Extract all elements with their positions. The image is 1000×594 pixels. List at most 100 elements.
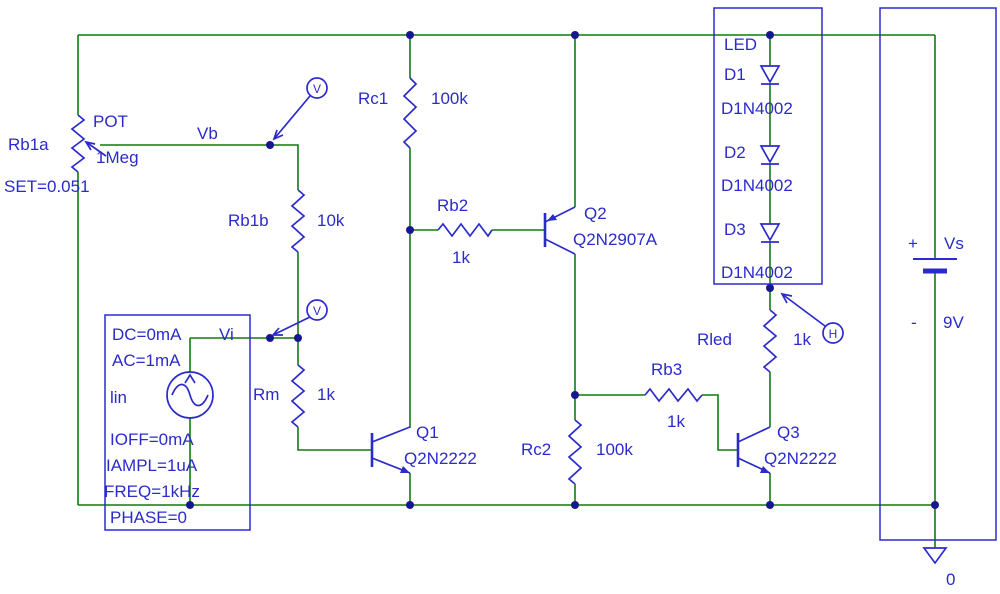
led-group-box[interactable]	[713, 7, 823, 285]
wires	[77, 34, 936, 548]
rc2-ref-label[interactable]: Rc2	[521, 440, 551, 459]
probe-arrowhead	[780, 292, 793, 304]
transistor-q2-symbol[interactable]	[543, 206, 576, 255]
junction-dot	[571, 31, 579, 39]
d3-ref-label[interactable]: D3	[724, 220, 746, 239]
source-dc-label[interactable]: DC=0mA	[112, 325, 182, 344]
rb1b-ref-label[interactable]: Rb1b	[228, 211, 269, 230]
junction-dot	[406, 501, 414, 509]
rb1a-ref-label[interactable]: Rb1a	[8, 135, 49, 154]
transistor-q3-symbol[interactable]	[736, 426, 771, 474]
rled-ref-label[interactable]: Rled	[697, 330, 732, 349]
junction-dot	[186, 501, 194, 509]
junction-dot	[571, 501, 579, 509]
ground-net-label[interactable]: 0	[946, 570, 955, 589]
source-freq-label[interactable]: FREQ=1kHz	[104, 482, 200, 501]
q2-emitter-arrow	[547, 214, 557, 221]
rm-value-label[interactable]: 1k	[317, 385, 335, 404]
d3-model-label[interactable]: D1N4002	[721, 263, 793, 282]
ground-symbol[interactable]	[922, 547, 948, 565]
resistor-rled-symbol[interactable]	[762, 309, 778, 373]
transistor-q1-symbol[interactable]	[370, 426, 411, 474]
current-direction-arrow-icon	[184, 373, 196, 384]
junction-dots	[186, 31, 939, 509]
rc2-value-label[interactable]: 100k	[596, 440, 633, 459]
junction-dot	[931, 501, 939, 509]
battery-vs-symbol[interactable]	[913, 258, 957, 274]
diode-d3-symbol[interactable]	[759, 223, 781, 243]
junction-dot	[406, 226, 414, 234]
vs-plus-label: +	[908, 234, 918, 253]
resistor-rb3-symbol[interactable]	[644, 387, 703, 403]
wire-vb-node[interactable]	[100, 144, 299, 190]
rb3-ref-label[interactable]: Rb3	[651, 360, 682, 379]
wire-rm-to-q1-base[interactable]	[297, 427, 372, 451]
junction-dot	[766, 31, 774, 39]
q1-model-label[interactable]: Q2N2222	[404, 449, 477, 468]
led-group-label[interactable]: LED	[724, 35, 757, 54]
resistor-rb1b-symbol[interactable]	[290, 189, 306, 253]
rc1-ref-label[interactable]: Rc1	[358, 89, 388, 108]
junction-dot	[294, 334, 302, 342]
net-label-vb[interactable]: Vb	[197, 124, 218, 143]
rc1-value-label[interactable]: 100k	[431, 89, 468, 108]
d1-ref-label[interactable]: D1	[724, 65, 746, 84]
pot-wiper-arrowhead	[84, 140, 96, 151]
q1-emitter-arrow	[400, 466, 410, 473]
vs-group-box[interactable]	[879, 7, 997, 541]
rb2-value-label[interactable]: 1k	[452, 248, 470, 267]
vs-value-label[interactable]: 9V	[943, 313, 964, 332]
pot-wiper-arrow	[85, 141, 107, 157]
rb1a-value-label[interactable]: 1Meg	[96, 148, 139, 167]
q3-model-label[interactable]: Q2N2222	[764, 449, 837, 468]
resistor-rb2-symbol[interactable]	[437, 222, 493, 238]
q3-ref-label[interactable]: Q3	[777, 423, 800, 442]
junction-dot	[266, 334, 274, 342]
q1-ref-label[interactable]: Q1	[416, 423, 439, 442]
net-label-vi[interactable]: Vi	[219, 325, 234, 344]
current-source-symbol[interactable]	[166, 371, 214, 419]
vs-minus-label: -	[911, 313, 917, 332]
d2-model-label[interactable]: D1N4002	[721, 176, 793, 195]
diode-d1-symbol[interactable]	[759, 65, 781, 85]
resistor-rc1-symbol[interactable]	[402, 77, 418, 149]
voltage-probe-vi[interactable]: V	[271, 299, 328, 336]
voltage-probe-vb[interactable]: V	[272, 77, 328, 141]
junction-dot	[766, 284, 774, 292]
q2-model-label[interactable]: Q2N2907A	[573, 230, 658, 249]
rm-ref-label[interactable]: Rm	[253, 385, 279, 404]
rb1b-value-label[interactable]: 10k	[317, 211, 345, 230]
potentiometer-rb1a-symbol[interactable]	[70, 114, 107, 173]
vs-ref-label[interactable]: Vs	[944, 234, 964, 253]
current-source-property-box[interactable]	[104, 314, 251, 531]
rled-value-label[interactable]: 1k	[793, 330, 811, 349]
junction-dot	[266, 141, 274, 149]
voltage-probe-icon: V	[313, 82, 321, 96]
q2-ref-label[interactable]: Q2	[584, 204, 607, 223]
junction-dot	[406, 31, 414, 39]
sine-wave-icon	[171, 383, 209, 407]
source-phase-label[interactable]: PHASE=0	[110, 508, 187, 527]
source-ioff-label[interactable]: IOFF=0mA	[110, 430, 194, 449]
resistor-rm-symbol[interactable]	[290, 364, 306, 428]
source-mode-label[interactable]: lin	[110, 388, 127, 407]
d2-ref-label[interactable]: D2	[724, 143, 746, 162]
rb1a-type-label[interactable]: POT	[93, 112, 128, 131]
probe-arrowhead	[271, 327, 283, 336]
current-probe-rled[interactable]: H	[780, 292, 844, 344]
source-ac-label[interactable]: AC=1mA	[112, 351, 181, 370]
junction-dot	[766, 501, 774, 509]
rb1a-set-label[interactable]: SET=0.051	[4, 177, 90, 196]
rb3-value-label[interactable]: 1k	[667, 412, 685, 431]
source-iampl-label[interactable]: IAMPL=1uA	[106, 456, 198, 475]
probe-arrowhead	[272, 129, 284, 141]
resistor-rc2-symbol[interactable]	[567, 419, 583, 485]
rb2-ref-label[interactable]: Rb2	[437, 196, 468, 215]
current-probe-icon: H	[829, 327, 838, 341]
d1-model-label[interactable]: D1N4002	[721, 99, 793, 118]
voltage-probe-icon: V	[313, 304, 321, 318]
diode-d2-symbol[interactable]	[759, 145, 781, 165]
wire-rb3-to-q3-base[interactable]	[702, 394, 738, 451]
